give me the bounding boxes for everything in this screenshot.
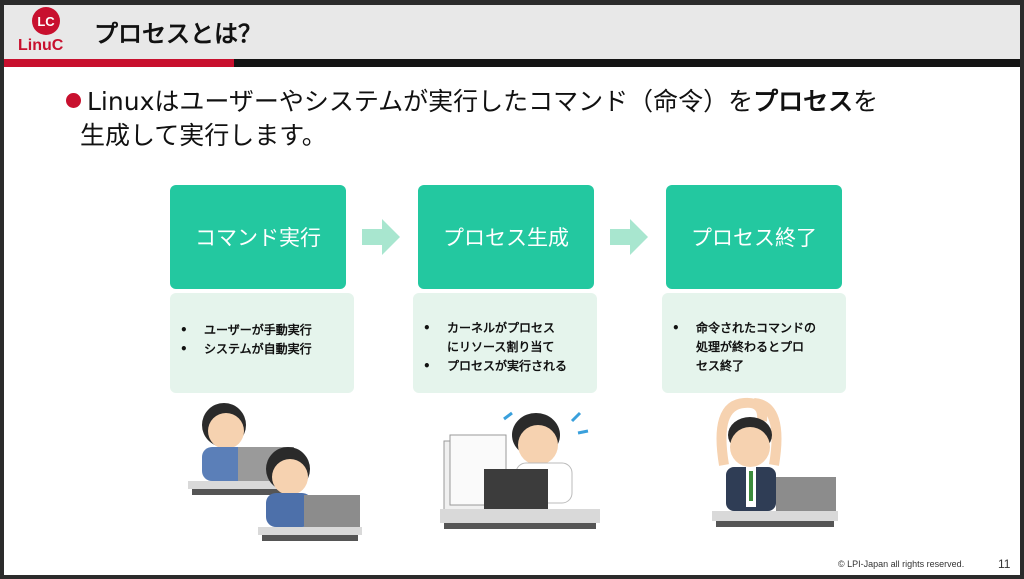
header-divider-bar — [234, 59, 1020, 67]
intro-bullet: Linuxはユーザーやシステムが実行したコマンド（命令）をプロセスを 生成して実… — [66, 85, 966, 153]
desc-process-termination: 命令されたコマンドの 処理が終わるとプロ セス終了 — [662, 293, 846, 393]
logo-name: LinuC — [18, 37, 64, 54]
right-arrow-icon — [362, 219, 400, 255]
logo-mark: LC — [32, 7, 60, 35]
page-number: 11 — [998, 557, 1011, 571]
bullet-dot-icon — [66, 93, 81, 108]
busy-worker-illustration — [440, 411, 600, 529]
desc-item: カーネルがプロセス にリソース割り当て — [423, 319, 567, 357]
desc-item: プロセスが実行される — [423, 357, 567, 376]
bullet-line2: 生成して実行します。 — [80, 121, 327, 150]
header-accent-bar — [4, 59, 234, 67]
slide-header: LC LinuC プロセスとは？ — [4, 5, 1020, 59]
desc-process-creation: カーネルがプロセス にリソース割り当て プロセスが実行される — [413, 293, 597, 393]
step-process-creation: プロセス生成 — [418, 185, 594, 289]
bullet-emphasis: プロセス — [753, 87, 854, 116]
desc-item: システムが自動実行 — [180, 340, 312, 359]
desc-command-execution: ユーザーが手動実行 システムが自動実行 — [170, 293, 354, 393]
slide: LC LinuC プロセスとは？ Linuxはユーザーやシステムが実行したコマン… — [4, 5, 1020, 575]
step-process-termination: プロセス終了 — [666, 185, 842, 289]
copyright: © LPI-Japan all rights reserved. — [838, 559, 965, 569]
bullet-suffix: を — [853, 87, 879, 116]
step-command-execution: コマンド実行 — [170, 185, 346, 289]
desc-item: 命令されたコマンドの 処理が終わるとプロ セス終了 — [672, 319, 816, 376]
workers-illustration — [188, 403, 362, 541]
page-title: プロセスとは？ — [94, 20, 262, 48]
linuc-logo: LC LinuC — [12, 7, 76, 59]
desc-item: ユーザーが手動実行 — [180, 321, 312, 340]
bullet-prefix: Linuxはユーザーやシステムが実行したコマンド（命令）を — [87, 87, 754, 116]
right-arrow-icon — [610, 219, 648, 255]
stretching-worker-illustration — [712, 397, 838, 527]
